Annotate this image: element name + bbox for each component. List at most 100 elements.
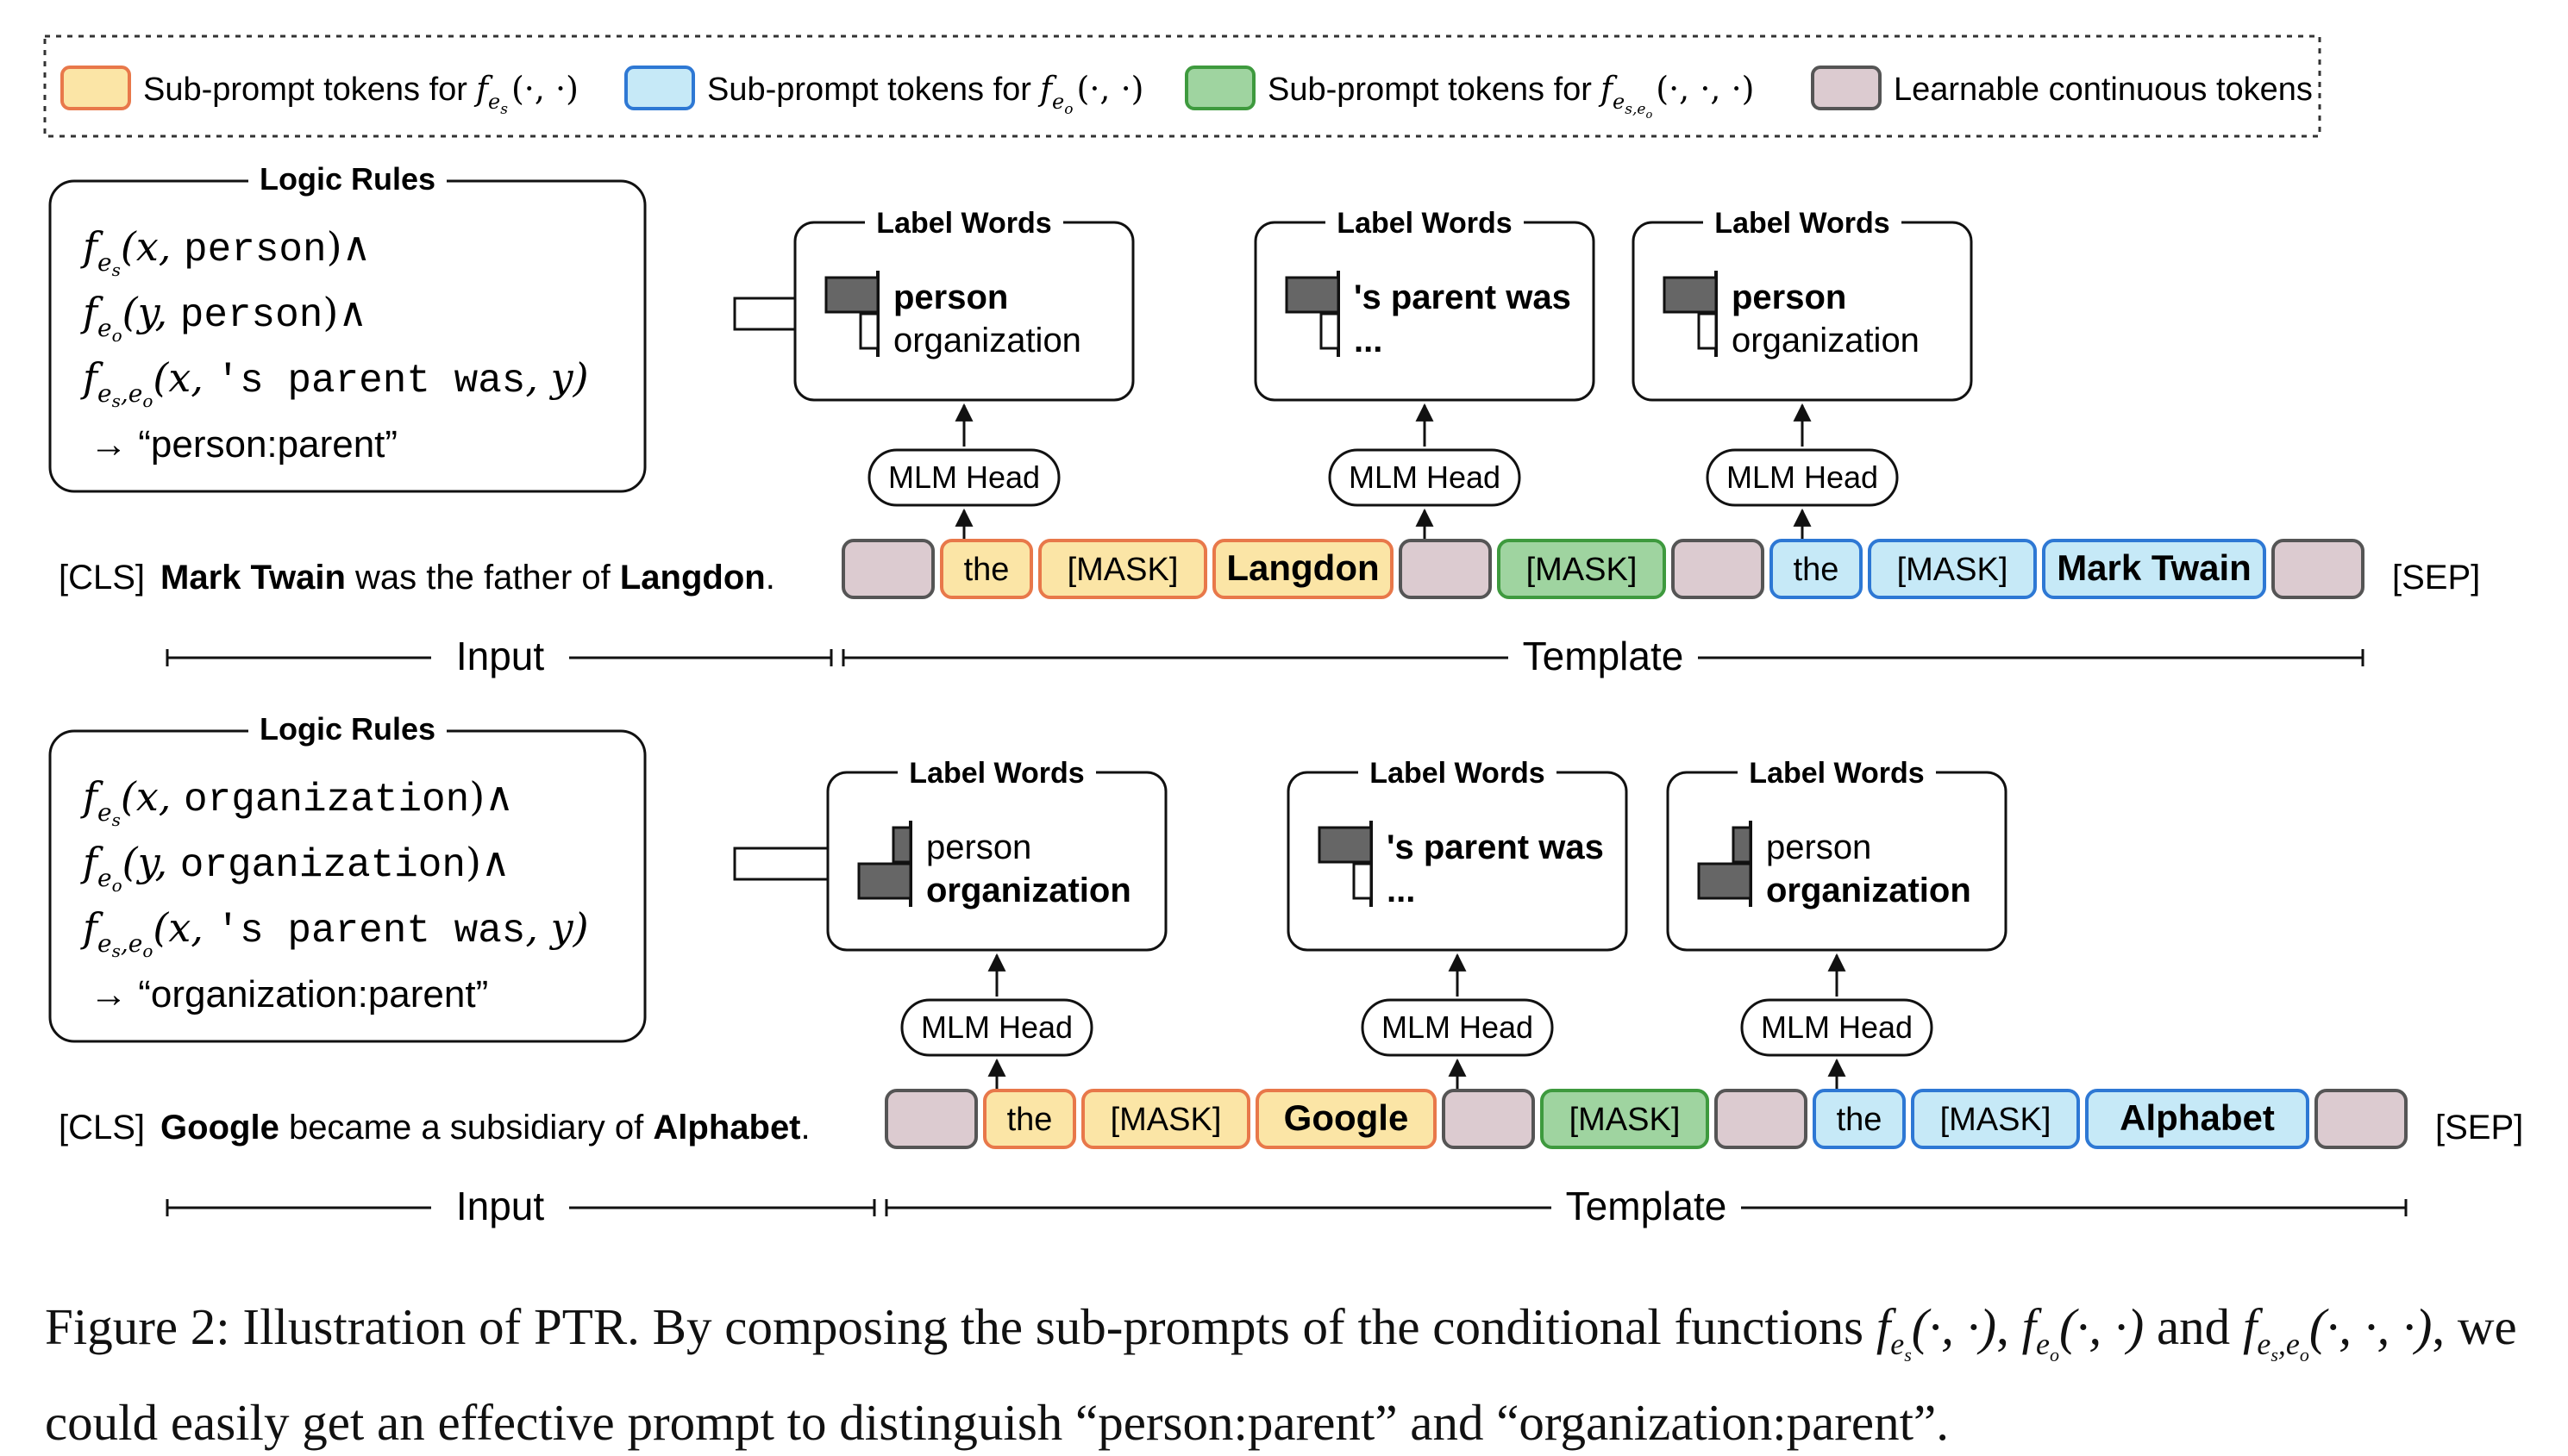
rule-line-3: fes,eo(x, 's parent was, y) bbox=[80, 904, 589, 961]
token-text: [MASK] bbox=[1569, 1102, 1681, 1138]
token-text: [MASK] bbox=[1111, 1102, 1222, 1138]
label-words-title: Label Words bbox=[1749, 757, 1924, 790]
mlm-head-label: MLM Head bbox=[888, 459, 1040, 495]
token-text: the bbox=[1794, 552, 1839, 588]
caption-math-feo: feo(·, ·) bbox=[2021, 1298, 2145, 1366]
mlm-head-box bbox=[867, 448, 1061, 507]
label-word-top: 's parent was bbox=[1387, 828, 1604, 866]
subprompt-token-es bbox=[940, 539, 1033, 599]
rule-line-4: → “organization:parent” bbox=[90, 973, 488, 1015]
caption-prefix: Figure 2: Illustration of PTR. By compos… bbox=[45, 1298, 1864, 1355]
prob-bar-bottom bbox=[1352, 862, 1373, 900]
label-word-top: person bbox=[893, 278, 1008, 316]
sep-token: [SEP] bbox=[2392, 559, 2480, 597]
continuous-token bbox=[1442, 1089, 1535, 1149]
caption-mid1: , bbox=[1996, 1298, 2009, 1355]
legend-swatch-eo bbox=[624, 66, 695, 110]
mlm-head-box bbox=[1361, 998, 1554, 1057]
prob-bar-top bbox=[1663, 276, 1718, 314]
subprompt-token-eo bbox=[2042, 539, 2266, 599]
token-text: [MASK] bbox=[1068, 552, 1179, 588]
token-text: [MASK] bbox=[1940, 1102, 2051, 1138]
legend-border bbox=[43, 34, 2321, 138]
label-word-top: person bbox=[1766, 828, 1871, 866]
rule-line-2: feo(y, person)∧ bbox=[80, 289, 367, 346]
prob-bar-top bbox=[892, 826, 912, 864]
template-label: Template bbox=[1566, 1184, 1727, 1228]
legend-swatch-es bbox=[60, 66, 131, 110]
token-text: Google bbox=[1284, 1097, 1409, 1138]
legend-swatch-ese bbox=[1185, 66, 1256, 110]
label-word-top: 's parent was bbox=[1354, 278, 1571, 316]
token-text: the bbox=[1007, 1102, 1053, 1138]
input-label: Input bbox=[456, 1184, 545, 1228]
token-text: the bbox=[1837, 1102, 1882, 1138]
mlm-head-box bbox=[1740, 998, 1933, 1057]
label-words-title: Label Words bbox=[1714, 207, 1889, 240]
mlm-head-label: MLM Head bbox=[1349, 459, 1500, 495]
label-word-top: person bbox=[1732, 278, 1846, 316]
caption-mid2: and bbox=[2144, 1298, 2231, 1355]
label-word-bottom: ... bbox=[1354, 322, 1382, 359]
continuous-token bbox=[842, 539, 935, 599]
label-words-title-bg bbox=[898, 753, 1096, 788]
sep-token: [SEP] bbox=[2435, 1109, 2523, 1147]
token-text: [MASK] bbox=[1526, 552, 1638, 588]
subprompt-token-es bbox=[1081, 1089, 1250, 1149]
rule-line-1: fes(x, organization)∧ bbox=[80, 773, 514, 830]
input-sentence: [CLS]Google became a subsidiary of Alpha… bbox=[59, 1109, 811, 1147]
label-words-title: Label Words bbox=[1369, 757, 1544, 790]
subprompt-token-eo bbox=[2085, 1089, 2309, 1149]
continuous-token bbox=[885, 1089, 978, 1149]
prob-bar-bottom bbox=[1319, 312, 1340, 350]
subprompt-token-es bbox=[983, 1089, 1076, 1149]
legend-swatch-continuous bbox=[1811, 66, 1882, 110]
label-words-title: Label Words bbox=[909, 757, 1084, 790]
token-text: Mark Twain bbox=[2057, 547, 2252, 588]
mlm-head-box bbox=[1328, 448, 1521, 507]
label-word-bottom: organization bbox=[893, 322, 1081, 359]
figure-caption: Figure 2: Illustration of PTR. By compos… bbox=[45, 1293, 2546, 1456]
prob-bar-top bbox=[1318, 826, 1373, 864]
continuous-token bbox=[1714, 1089, 1807, 1149]
subprompt-token-eo bbox=[1813, 1089, 1906, 1149]
mlm-head-label: MLM Head bbox=[921, 1009, 1073, 1045]
caption-math-feseo: fes,eo(·, ·, ·) bbox=[2242, 1298, 2433, 1366]
token-text: Alphabet bbox=[2120, 1097, 2275, 1138]
caption-suffix: , we could easily get an effective promp… bbox=[45, 1298, 2517, 1452]
token-text: the bbox=[964, 552, 1010, 588]
subprompt-token-eo bbox=[1868, 539, 2037, 599]
prob-bar-bottom bbox=[857, 862, 912, 900]
rule-line-4: → “person:parent” bbox=[90, 423, 398, 466]
label-word-bottom: ... bbox=[1387, 872, 1415, 909]
label-words-title-bg bbox=[1738, 753, 1936, 788]
prob-bar-bottom bbox=[1697, 312, 1718, 350]
continuous-token bbox=[2314, 1089, 2408, 1149]
rule-line-2: feo(y, organization)∧ bbox=[80, 839, 510, 896]
legend-label-continuous: Learnable continuous tokens bbox=[1894, 72, 2313, 108]
prob-bar-top bbox=[1285, 276, 1340, 314]
prob-bar-top bbox=[824, 276, 880, 314]
logic-rules-title-bg bbox=[248, 162, 447, 197]
token-text: [MASK] bbox=[1897, 552, 2008, 588]
template-label: Template bbox=[1523, 634, 1684, 678]
logic-rules-title: Logic Rules bbox=[260, 161, 435, 197]
label-words-title-bg bbox=[1325, 203, 1524, 238]
continuous-token bbox=[2271, 539, 2364, 599]
subprompt-token-eo bbox=[1911, 1089, 2080, 1149]
prob-bar-bottom bbox=[859, 312, 880, 350]
label-words-title: Label Words bbox=[876, 207, 1051, 240]
cls-token: [CLS] bbox=[59, 559, 145, 597]
label-word-top: person bbox=[926, 828, 1031, 866]
logic-rules-title-bg bbox=[248, 712, 447, 747]
label-words-title-bg bbox=[1703, 203, 1901, 238]
label-word-bottom: organization bbox=[1732, 322, 1920, 359]
label-word-bottom: organization bbox=[1766, 872, 1971, 909]
label-words-title-bg bbox=[1358, 753, 1556, 788]
label-word-bottom: organization bbox=[926, 872, 1131, 909]
